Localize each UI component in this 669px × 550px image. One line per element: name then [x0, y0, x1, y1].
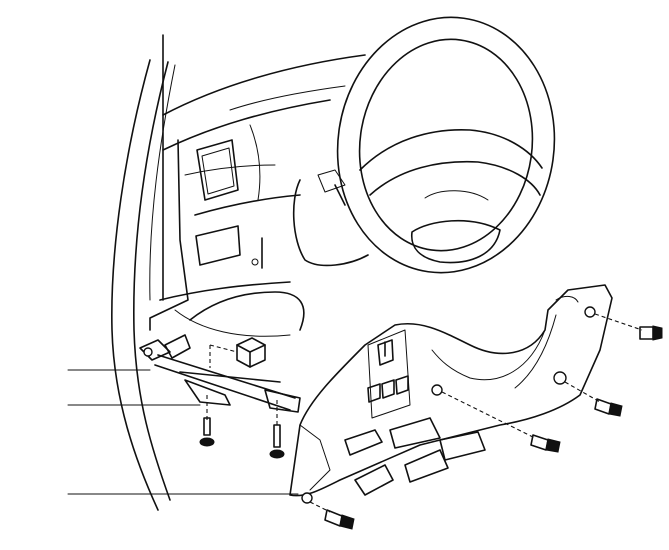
bolt-icon [530, 434, 561, 453]
lower-dash-panel-icon [289, 284, 613, 504]
bolt-icon [324, 509, 355, 530]
steering-wheel-icon [336, 16, 556, 274]
relay-icon [209, 337, 266, 368]
bolt-icon [639, 325, 663, 341]
bolt-icon [594, 398, 623, 417]
dashboard-icon [149, 54, 369, 337]
bolt-icon [199, 417, 285, 459]
a-pillar-icon [111, 34, 176, 511]
callout-lines [67, 369, 299, 495]
panel-bolts [309, 313, 663, 530]
mounting-bracket-icon [139, 334, 301, 459]
